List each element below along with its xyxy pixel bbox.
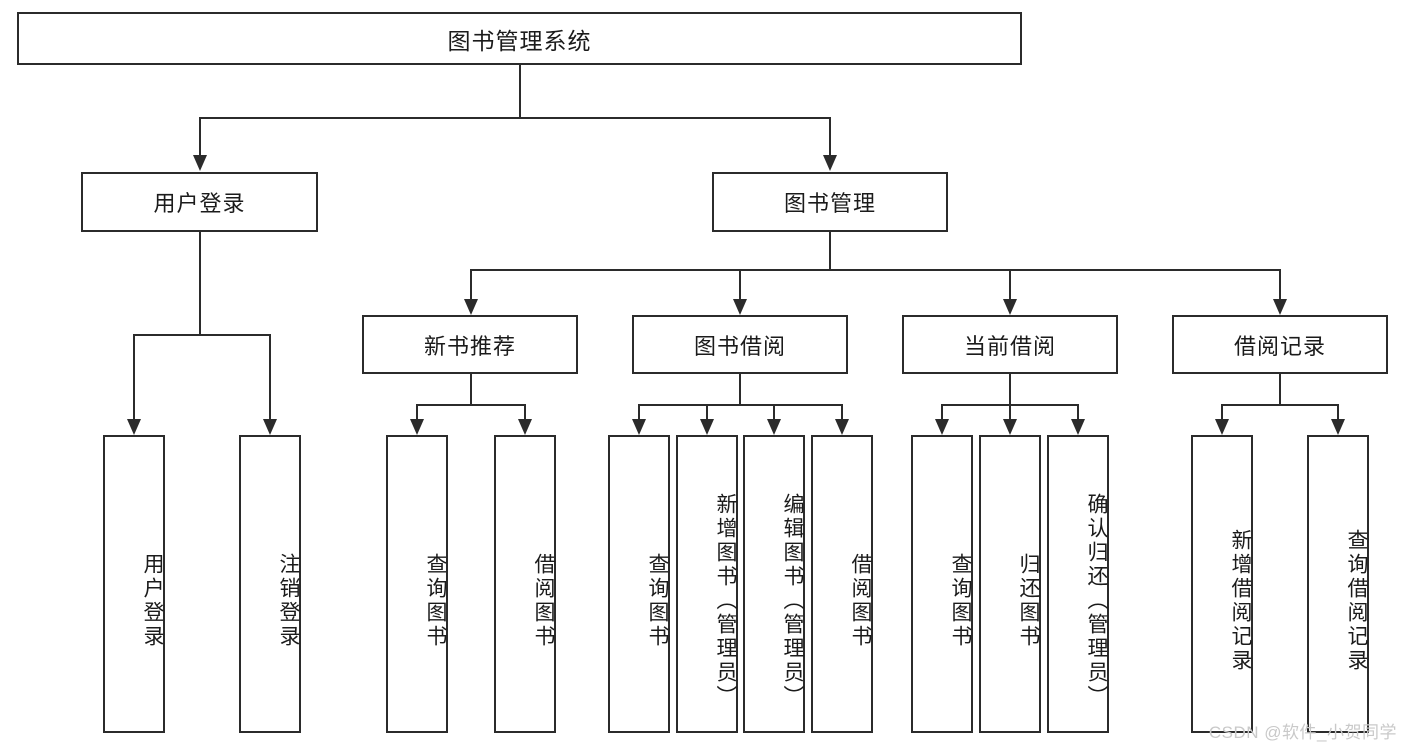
arrowhead-borrow-record-child-2 <box>1331 419 1345 435</box>
connector-book-manage-child-4 <box>1279 269 1281 299</box>
leaf-label: 新增图书（管理员） <box>714 493 737 709</box>
connector-current-borrow-child-1 <box>941 404 943 419</box>
arrowhead-book-borrow-child-3 <box>767 419 781 435</box>
leaf-current-borrow-query[interactable]: 查询图书 <box>911 435 973 733</box>
connector-current-borrow-stem <box>1009 374 1011 405</box>
leaf-label: 编辑图书（管理员） <box>781 493 804 709</box>
leaf-book-edit-admin[interactable]: 编辑图书（管理员） <box>743 435 805 733</box>
leaf-label: 用户登录 <box>141 553 164 649</box>
node-book-borrow[interactable]: 图书借阅 <box>632 315 848 374</box>
connector-book-manage-child-2 <box>739 269 741 299</box>
connector-book-manage-child-1 <box>470 269 472 299</box>
leaf-book-add-admin[interactable]: 新增图书（管理员） <box>676 435 738 733</box>
arrowhead-new-book-recommend <box>464 299 478 315</box>
connector-book-borrow-stem <box>739 374 741 405</box>
leaf-label: 新增借阅记录 <box>1229 529 1252 673</box>
connector-borrow-record-child-1 <box>1221 404 1223 419</box>
connector-new-book-child-1 <box>416 404 418 419</box>
connector-book-manage-stem <box>829 232 831 270</box>
connector-current-borrow-child-3 <box>1077 404 1079 419</box>
arrowhead-user-login-child-2 <box>263 419 277 435</box>
connector-root-to-user-login <box>199 117 201 155</box>
arrowhead-current-borrow-child-3 <box>1071 419 1085 435</box>
leaf-new-book-borrow[interactable]: 借阅图书 <box>494 435 556 733</box>
leaf-label: 查询图书 <box>646 553 669 649</box>
arrowhead-borrow-record-child-1 <box>1215 419 1229 435</box>
connector-book-borrow-child-3 <box>773 404 775 419</box>
connector-book-borrow-child-1 <box>638 404 640 419</box>
node-new-book-recommend[interactable]: 新书推荐 <box>362 315 578 374</box>
arrowhead-borrow-record <box>1273 299 1287 315</box>
leaf-query-borrow-record[interactable]: 查询借阅记录 <box>1307 435 1369 733</box>
watermark-text: CSDN @软件_小贺同学 <box>1208 723 1397 742</box>
arrowhead-book-borrow-child-1 <box>632 419 646 435</box>
connector-book-borrow-bar <box>638 404 842 406</box>
connector-user-login-stem <box>199 232 201 335</box>
connector-user-login-child-2 <box>269 334 271 419</box>
arrowhead-book-borrow-child-4 <box>835 419 849 435</box>
connector-book-borrow-child-4 <box>841 404 843 419</box>
connector-new-book-child-2 <box>524 404 526 419</box>
leaf-label: 归还图书 <box>1017 553 1040 649</box>
connector-new-book-stem <box>470 374 472 405</box>
arrowhead-current-borrow-child-2 <box>1003 419 1017 435</box>
leaf-return-book[interactable]: 归还图书 <box>979 435 1041 733</box>
leaf-label: 确认归还（管理员） <box>1085 493 1108 709</box>
leaf-confirm-return-admin[interactable]: 确认归还（管理员） <box>1047 435 1109 733</box>
leaf-label: 查询图书 <box>424 553 447 649</box>
arrowhead-user-login-child-1 <box>127 419 141 435</box>
connector-user-login-child-1 <box>133 334 135 419</box>
arrowhead-current-borrow-child-1 <box>935 419 949 435</box>
connector-borrow-record-stem <box>1279 374 1281 405</box>
connector-user-login-bar <box>133 334 271 336</box>
arrowhead-new-book-child-2 <box>518 419 532 435</box>
leaf-add-borrow-record[interactable]: 新增借阅记录 <box>1191 435 1253 733</box>
node-current-borrow[interactable]: 当前借阅 <box>902 315 1118 374</box>
arrowhead-book-manage <box>823 155 837 171</box>
arrowhead-book-borrow <box>733 299 747 315</box>
leaf-label: 借阅图书 <box>532 553 555 649</box>
node-user-login[interactable]: 用户登录 <box>81 172 318 232</box>
node-book-manage[interactable]: 图书管理 <box>712 172 948 232</box>
arrowhead-user-login <box>193 155 207 171</box>
connector-root-to-book-manage <box>829 117 831 155</box>
arrowhead-current-borrow <box>1003 299 1017 315</box>
leaf-label: 注销登录 <box>277 553 300 649</box>
arrowhead-new-book-child-1 <box>410 419 424 435</box>
leaf-book-borrow-query[interactable]: 查询图书 <box>608 435 670 733</box>
connector-borrow-record-child-2 <box>1337 404 1339 419</box>
arrowhead-book-borrow-child-2 <box>700 419 714 435</box>
connector-borrow-record-bar <box>1221 404 1339 406</box>
connector-book-manage-bar <box>470 269 1280 271</box>
connector-current-borrow-child-2 <box>1009 404 1011 419</box>
connector-root-stem <box>519 65 521 118</box>
leaf-label: 借阅图书 <box>849 553 872 649</box>
leaf-user-logout[interactable]: 注销登录 <box>239 435 301 733</box>
leaf-book-borrow-action[interactable]: 借阅图书 <box>811 435 873 733</box>
leaf-new-book-query[interactable]: 查询图书 <box>386 435 448 733</box>
leaf-label: 查询图书 <box>949 553 972 649</box>
node-borrow-record[interactable]: 借阅记录 <box>1172 315 1388 374</box>
leaf-label: 查询借阅记录 <box>1345 529 1368 673</box>
connector-book-manage-child-3 <box>1009 269 1011 299</box>
connector-book-borrow-child-2 <box>706 404 708 419</box>
node-root-system[interactable]: 图书管理系统 <box>17 12 1022 65</box>
leaf-user-login[interactable]: 用户登录 <box>103 435 165 733</box>
connector-new-book-bar <box>416 404 526 406</box>
connector-root-bar <box>199 117 831 119</box>
